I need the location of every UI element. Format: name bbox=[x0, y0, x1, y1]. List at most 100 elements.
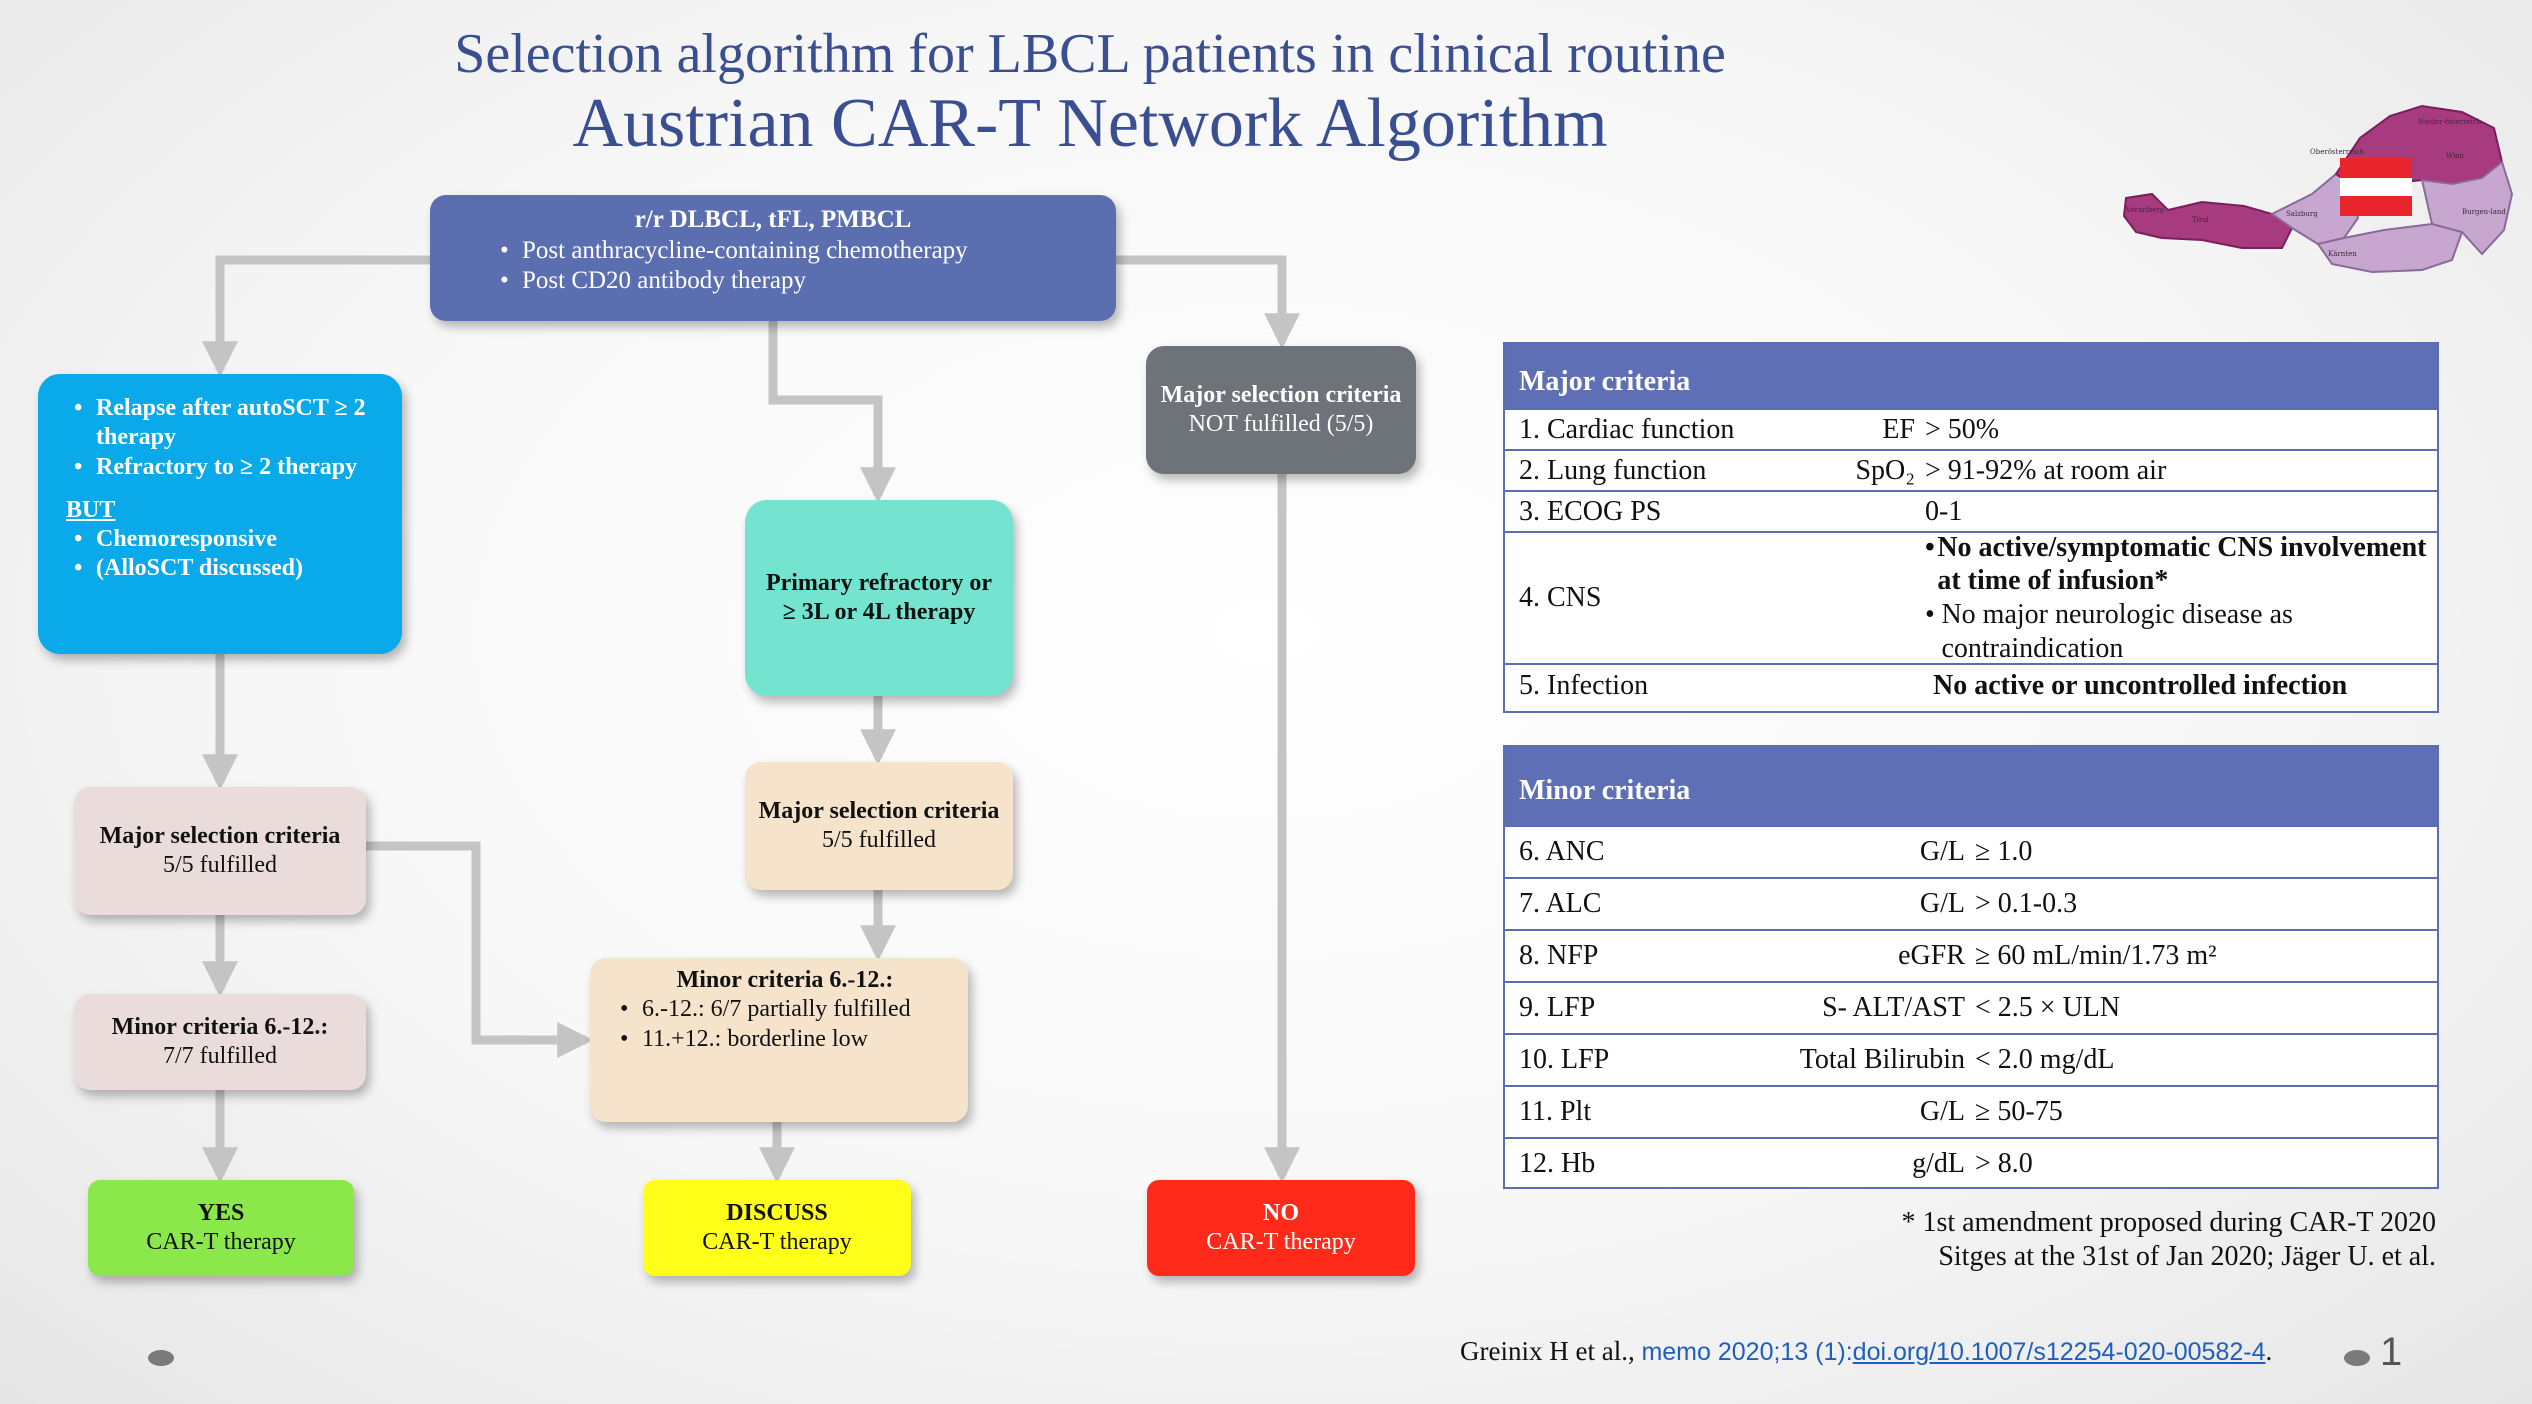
major-criteria-header: Major criteria bbox=[1505, 344, 2437, 408]
indication-box: r/r DLBCL, tFL, PMBCL Post anthracycline… bbox=[430, 195, 1116, 321]
table-row: 9. LFP S- ALT/AST < 2.5 × ULN bbox=[1505, 981, 2437, 1033]
criterion-name: 3. ECOG PS bbox=[1519, 495, 1662, 527]
criterion-value: ≥ 60 mL/min/1.73 m² bbox=[1975, 940, 2217, 971]
relapse-bullet: Refractory to ≥ 2 therapy bbox=[66, 453, 388, 483]
minor-mid-bullet: 6.-12.: 6/7 partially fulfilled bbox=[612, 995, 958, 1025]
criterion-name: 10. LFP bbox=[1519, 1044, 1610, 1075]
criterion-value: > 50% bbox=[1925, 413, 2000, 445]
citation-source: memo 2020;13 (1): bbox=[1641, 1338, 1853, 1366]
arrow-major-left-to-minor-mid bbox=[366, 841, 594, 1058]
criterion-parameter: S- ALT/AST bbox=[1822, 992, 1965, 1023]
flag-white-mid bbox=[2340, 178, 2412, 196]
map-south-region bbox=[2316, 222, 2464, 274]
refractory-text: Primary refractory or ≥ 3L or 4L therapy bbox=[765, 569, 993, 625]
table-row: 10. LFP Total Bilirubin < 2.0 mg/dL bbox=[1505, 1033, 2437, 1085]
minor-criteria-table: Minor criteria 6. ANC G/L ≥ 1.0 7. ALC G… bbox=[1503, 745, 2439, 1189]
refractory-box: Primary refractory or ≥ 3L or 4L therapy bbox=[745, 500, 1013, 696]
cns-item: No major neurologic disease as contraind… bbox=[1941, 599, 2293, 664]
table-row: 6. ANC G/L ≥ 1.0 bbox=[1505, 825, 2437, 877]
minor-fulfilled-box-left: Minor criteria 6.-12.: 7/7 fulfilled bbox=[74, 994, 366, 1090]
relapse-box: Relapse after autoSCT ≥ 2 therapy Refrac… bbox=[38, 374, 402, 654]
major-not-fulfilled-box: Major selection criteria NOT fulfilled (… bbox=[1146, 346, 1416, 474]
indication-bullet: Post anthracycline-containing chemothera… bbox=[492, 236, 1116, 267]
criterion-value: > 91-92% at room air bbox=[1925, 454, 2167, 486]
criterion-value: ≥ 1.0 bbox=[1975, 836, 2033, 867]
table-row: 5. Infection No active or uncontrolled i… bbox=[1505, 663, 2437, 707]
minor-partial-box: Minor criteria 6.-12.: 6.-12.: 6/7 parti… bbox=[590, 958, 968, 1122]
map-region-label: Burgen-land bbox=[2462, 208, 2506, 216]
major-left-heading: Major selection criteria bbox=[99, 822, 341, 849]
citation-doi-link[interactable]: doi.org/10.1007/s12254-020-00582-4 bbox=[1852, 1338, 2266, 1366]
outcome-no-sub: CAR-T therapy bbox=[1206, 1229, 1356, 1255]
table-row: 1. Cardiac function EF > 50% bbox=[1505, 408, 2437, 449]
outcome-discuss-box: DISCUSS CAR-T therapy bbox=[643, 1180, 911, 1276]
map-region-label: Wien bbox=[2446, 152, 2464, 160]
table-row: 2. Lung function SpO₂ > 91-92% at room a… bbox=[1505, 449, 2437, 490]
outcome-discuss-heading: DISCUSS bbox=[726, 1199, 828, 1226]
minor-criteria-header: Minor criteria bbox=[1505, 747, 2437, 825]
arrow-top-to-refractory bbox=[768, 321, 896, 504]
slide-dot-icon bbox=[148, 1350, 174, 1366]
criterion-parameter: EF bbox=[1882, 413, 1915, 445]
criterion-name: 5. Infection bbox=[1519, 670, 1649, 701]
map-west-region bbox=[2122, 192, 2294, 249]
criterion-name: 2. Lung function bbox=[1519, 454, 1707, 486]
flag-red-top bbox=[2340, 158, 2412, 178]
indication-bullet: Post CD20 antibody therapy bbox=[492, 266, 1116, 297]
table-row: 11. Plt G/L ≥ 50-75 bbox=[1505, 1085, 2437, 1137]
relapse-bullet: (AlloSCT discussed) bbox=[66, 554, 388, 584]
criterion-name: 1. Cardiac function bbox=[1519, 413, 1735, 445]
outcome-yes-heading: YES bbox=[197, 1199, 245, 1226]
table-row: 4. CNS •No active/symptomatic CNS involv… bbox=[1505, 531, 2437, 665]
map-region-label: Tirol bbox=[2192, 216, 2209, 224]
criterion-name: 12. Hb bbox=[1519, 1148, 1596, 1179]
major-criteria-table: Major criteria 1. Cardiac function EF > … bbox=[1503, 342, 2439, 713]
criterion-parameter: G/L bbox=[1919, 836, 1965, 867]
major-fulfilled-box-mid: Major selection criteria 5/5 fulfilled bbox=[745, 762, 1013, 890]
criterion-name: 11. Plt bbox=[1519, 1096, 1592, 1127]
slide-dot-icon bbox=[2344, 1350, 2370, 1366]
criterion-name: 7. ALC bbox=[1519, 888, 1602, 919]
citation-end: . bbox=[2265, 1336, 2273, 1366]
criterion-value: 0-1 bbox=[1925, 495, 1963, 527]
cns-item: No active/symptomatic CNS involvement at… bbox=[1937, 531, 2427, 597]
criterion-parameter: Total Bilirubin bbox=[1799, 1044, 1965, 1075]
austria-map-icon: Nieder-österreich Oberösterreich Wien Vo… bbox=[2122, 104, 2514, 274]
criterion-parameter: SpO₂ bbox=[1855, 454, 1915, 486]
criterion-name: 4. CNS bbox=[1519, 582, 1602, 613]
map-region-label: Nieder-österreich bbox=[2418, 118, 2482, 126]
criterion-value: < 2.5 × ULN bbox=[1975, 992, 2121, 1023]
page-number: 1 bbox=[2380, 1330, 2403, 1374]
minor-left-heading: Minor criteria 6.-12.: bbox=[111, 1013, 329, 1040]
but-label: BUT bbox=[66, 496, 116, 523]
table-row: 3. ECOG PS 0-1 bbox=[1505, 490, 2437, 531]
criterion-value: •No active/symptomatic CNS involvement a… bbox=[1925, 531, 2435, 665]
minor-mid-bullet: 11.+12.: borderline low bbox=[612, 1025, 958, 1055]
criterion-name: 8. NFP bbox=[1519, 940, 1599, 971]
arrow-top-to-relapse bbox=[202, 255, 430, 378]
map-central-region bbox=[2270, 172, 2360, 246]
outcome-yes-box: YES CAR-T therapy bbox=[88, 1180, 354, 1276]
minor-mid-heading: Minor criteria 6.-12.: bbox=[676, 967, 894, 993]
citation-authors: Greinix H et al., bbox=[1460, 1336, 1635, 1366]
criterion-parameter: eGFR bbox=[1898, 940, 1965, 971]
major-mid-sub: 5/5 fulfilled bbox=[822, 827, 936, 853]
map-region-label: Oberösterreich bbox=[2310, 148, 2364, 156]
criterion-value: > 8.0 bbox=[1975, 1148, 2033, 1179]
map-region-label: Salzburg bbox=[2286, 210, 2318, 218]
footnote-line: * 1st amendment proposed during CAR-T 20… bbox=[1901, 1207, 2436, 1238]
flag-red-bottom bbox=[2340, 196, 2412, 216]
major-mid-heading: Major selection criteria bbox=[758, 797, 1000, 824]
relapse-bullet: Relapse after autoSCT ≥ 2 therapy bbox=[66, 394, 388, 453]
map-region-label: Vorarlberg bbox=[2125, 206, 2165, 214]
outcome-yes-sub: CAR-T therapy bbox=[146, 1229, 296, 1255]
arrow-top-to-notfulfilled bbox=[1116, 255, 1300, 350]
outcome-discuss-sub: CAR-T therapy bbox=[702, 1229, 852, 1255]
criterion-parameter: G/L bbox=[1919, 1096, 1965, 1127]
criterion-parameter: G/L bbox=[1919, 888, 1965, 919]
major-not-fulfilled-heading: Major selection criteria bbox=[1160, 381, 1402, 408]
table-row: 8. NFP eGFR ≥ 60 mL/min/1.73 m² bbox=[1505, 929, 2437, 981]
map-east-region bbox=[2420, 160, 2514, 256]
table-row: 12. Hb g/dL > 8.0 bbox=[1505, 1137, 2437, 1189]
table-row: 7. ALC G/L > 0.1-0.3 bbox=[1505, 877, 2437, 929]
